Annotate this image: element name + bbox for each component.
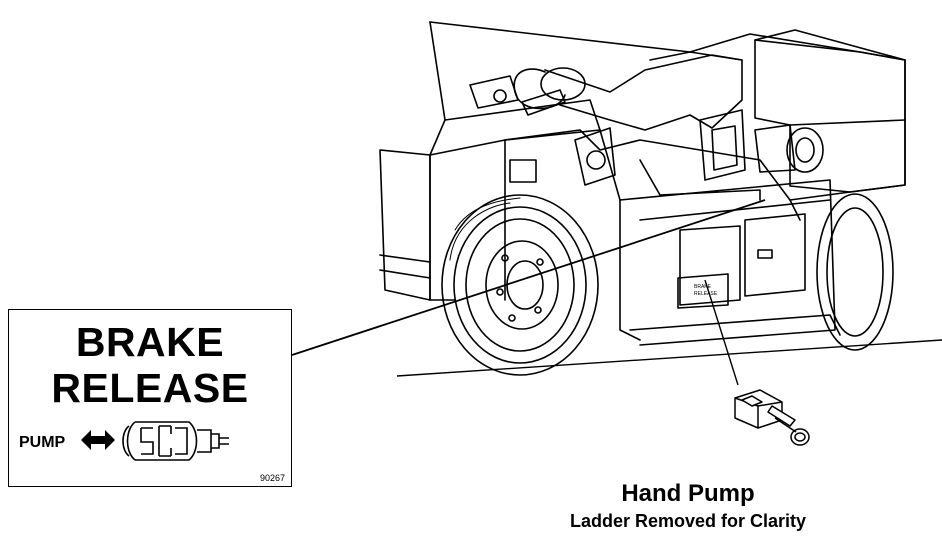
decal-pump-label: PUMP bbox=[19, 434, 66, 451]
brake-release-decal: BRAKE RELEASE PUMP 90267 bbox=[8, 309, 292, 487]
svg-text:RELEASE: RELEASE bbox=[694, 291, 718, 297]
control-box bbox=[754, 39, 906, 193]
decal-title-line1: BRAKE bbox=[75, 319, 225, 365]
decal-part-number: 90267 bbox=[259, 473, 285, 483]
double-arrow-icon bbox=[81, 430, 115, 450]
leader-line-decal bbox=[291, 199, 766, 356]
boom-upper-arm bbox=[544, 54, 743, 131]
rear-wheel bbox=[816, 193, 894, 351]
chassis-front-plate bbox=[619, 179, 836, 346]
decal-title-line2: RELEASE bbox=[51, 365, 249, 411]
pump-mount bbox=[677, 273, 729, 309]
svg-text:BRAKE: BRAKE bbox=[694, 284, 712, 290]
caption-title: Hand Pump bbox=[621, 480, 755, 507]
leader-line-pump bbox=[704, 279, 739, 386]
ground-line bbox=[396, 339, 942, 377]
front-wheel bbox=[441, 194, 599, 376]
chassis-body bbox=[429, 21, 456, 301]
caption-subtitle: Ladder Removed for Clarity bbox=[569, 511, 807, 531]
brake-pump-icon bbox=[122, 421, 229, 461]
hand-pump-detail bbox=[734, 389, 810, 446]
